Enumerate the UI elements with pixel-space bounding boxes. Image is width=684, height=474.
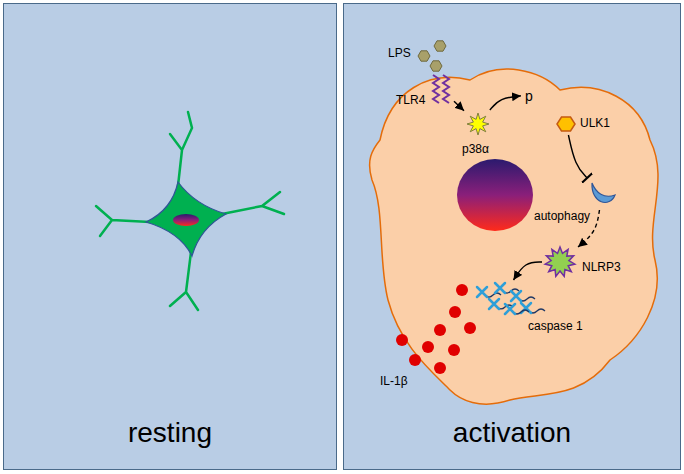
activation-arrow <box>454 101 464 110</box>
casp-outline <box>477 283 545 314</box>
process <box>222 192 284 214</box>
panel-ground <box>3 3 337 470</box>
molecule-label: p38α <box>462 142 489 156</box>
activation-arrow <box>490 96 521 110</box>
caspase-mark <box>489 299 499 309</box>
cytokine-dot <box>434 324 446 336</box>
kinase-hexagon-shape <box>556 115 576 133</box>
cytokine-dot <box>409 354 421 366</box>
caspase-mark <box>511 291 521 301</box>
cell-processes <box>96 112 284 310</box>
receptor: TLR4 <box>430 74 452 104</box>
panel-ground <box>343 3 681 470</box>
molecule-label: ULK1 <box>580 116 610 130</box>
spiky-outline <box>545 247 575 276</box>
nucleus <box>457 159 533 231</box>
cytokine-dot <box>464 322 476 334</box>
ligand-label-anchor: LPS <box>388 46 411 60</box>
cytokine-label: IL-1β <box>380 374 408 388</box>
lps-molecules <box>418 41 446 71</box>
process <box>96 206 150 236</box>
caspase-mark <box>505 304 515 314</box>
caspase-mark <box>477 287 487 297</box>
cytokine-dot <box>449 306 461 318</box>
kinase-star-shape <box>467 113 489 135</box>
process <box>170 112 192 186</box>
autophagosome-shape <box>588 180 616 208</box>
panel: activation TLR4 p38α pULK1 autophagyNLRP3 cas… <box>343 3 681 470</box>
molecule-label: TLR4 <box>396 93 425 107</box>
resting-cell <box>146 182 226 256</box>
lps-hexagon <box>430 61 442 71</box>
cytokine-dot <box>456 284 468 296</box>
inhibition-line <box>568 135 587 178</box>
molecule-label: autophagy <box>534 209 590 223</box>
star-outline <box>467 113 489 135</box>
kinase-hexagon: ULK1 <box>556 115 576 133</box>
molecule-label: caspase 1 <box>528 319 583 333</box>
cytokine-dot <box>434 362 446 374</box>
activation-arrow <box>514 262 543 280</box>
receptor-coil <box>443 75 449 103</box>
caspase-cluster: caspase 1 <box>472 282 532 314</box>
activation-arrow <box>578 210 599 247</box>
hex-outline <box>557 117 575 131</box>
kinase-star-shape <box>466 112 490 136</box>
kinase-hexagon-shape <box>557 117 575 131</box>
receptor-coil <box>433 75 439 103</box>
cytokine-dot <box>396 334 408 346</box>
cytokine-dot <box>422 341 434 353</box>
cytokine-dot <box>448 344 460 356</box>
process <box>170 252 198 310</box>
autophagosome: autophagy <box>588 180 616 208</box>
phospho-mark: p <box>523 86 535 105</box>
lps-hexagon <box>418 51 430 61</box>
receptor-shape <box>430 74 452 104</box>
inflammasome: NLRP3 <box>544 246 576 278</box>
molecule-label: NLRP3 <box>582 260 621 274</box>
molecule-label: p <box>525 88 533 105</box>
crescent-outline <box>592 183 615 202</box>
activated-cell <box>370 69 658 404</box>
caspase-mark <box>495 283 505 293</box>
panel-title: activation <box>344 416 680 450</box>
panel: resting <box>3 3 337 470</box>
inflammasome-shape <box>545 247 575 276</box>
panel-title: resting <box>4 416 336 450</box>
cytokine-label-anchor: IL-1β <box>380 374 408 388</box>
nucleus <box>173 214 199 226</box>
ligand-label: LPS <box>388 46 411 60</box>
inflammasome-shape <box>544 246 576 278</box>
autophagosome-shape <box>592 183 615 202</box>
receptor-outline <box>433 75 449 103</box>
caspase-cluster-shape <box>472 282 532 314</box>
il1b-dots <box>396 284 476 374</box>
lps-hexagon <box>434 41 446 51</box>
kinase-star: p38α <box>466 112 490 136</box>
